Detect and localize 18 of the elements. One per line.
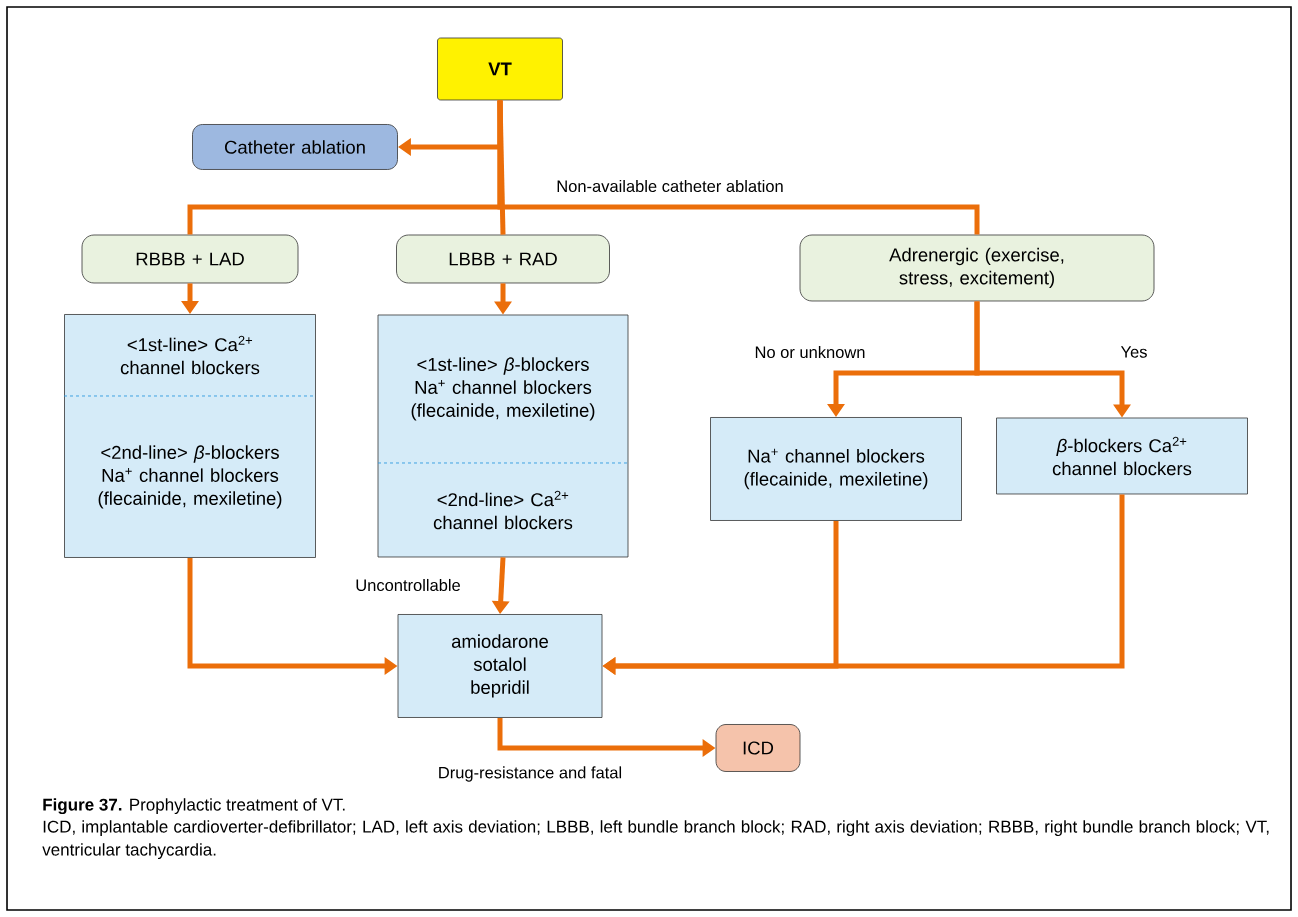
edge-label: Uncontrollable [353, 576, 463, 594]
drug-box: β-blockers Ca$^{2+}$ channel blockers [996, 417, 1248, 495]
edge-label: Non-available catheter ablation [554, 177, 786, 195]
edge-label: No or unknown [752, 343, 868, 361]
start-box: VT [437, 37, 563, 101]
drug-box: <1st-line> Ca$^{2+}$ channel blockers <2nd-line> β-blockers Na$^{+}$ channel blockers (flecainide, mexiletine) [63, 314, 316, 558]
treatment-box: Catheter ablation [192, 124, 398, 170]
condition-box: LBBB + RAD [396, 234, 610, 284]
device-box: ICD [715, 724, 801, 772]
drug-box: <1st-line> β-blockers Na$^{+}$ channel blockers (flecainide, mexiletine) <2nd-line> Ca$^{2+}$ channel blockers [377, 314, 629, 558]
caption: Figure 37. Prophylactic treatment of VT. [43, 798, 345, 815]
abbreviation-note: ICD, implantable cardioverter-defibrillator; LAD, left axis deviation; LBBB, left bundle branch block; RAD, right axis deviation; RBBB, right bundle branch block; VT, ventricular tachycardia. [42, 820, 1269, 860]
drug-box: Na$^{+}$ channel blockers (flecainide, mexiletine) [710, 417, 962, 521]
drug-box: amiodarone sotalol bepridil [397, 614, 603, 718]
edge-label: Yes [1118, 344, 1150, 360]
edge-label: Drug-resistance and fatal [435, 764, 625, 784]
condition-box: RBBB + LAD [81, 234, 299, 284]
condition-box: Adrenergic (exercise, stress, excitement) [799, 234, 1155, 302]
